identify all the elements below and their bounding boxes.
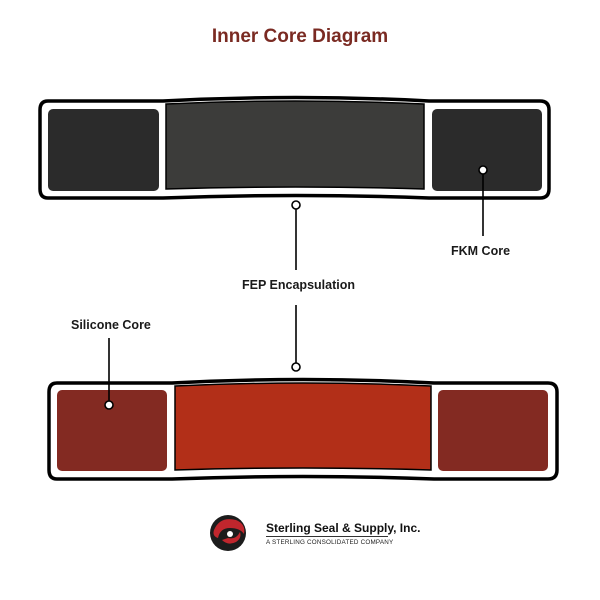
label-silicone-core: Silicone Core bbox=[71, 318, 151, 332]
silicone-callout bbox=[104, 338, 114, 410]
fkm-core-left bbox=[48, 109, 159, 191]
fkm-callout bbox=[478, 165, 488, 236]
company-tagline: A STERLING CONSOLIDATED COMPANY bbox=[266, 539, 394, 546]
fkm-fep-center bbox=[165, 100, 425, 190]
company-divider bbox=[266, 536, 388, 537]
silicone-core-left bbox=[57, 390, 167, 471]
fep-callout bbox=[291, 200, 301, 372]
company-name: Sterling Seal & Supply, Inc. bbox=[266, 521, 421, 535]
fkm-core-right bbox=[432, 109, 542, 191]
fep-callout-dot-bottom bbox=[291, 362, 301, 372]
fkm-seal bbox=[38, 95, 551, 200]
sterling-logo-icon bbox=[210, 515, 246, 551]
silicone-seal bbox=[47, 377, 559, 481]
diagram-title: Inner Core Diagram bbox=[211, 26, 389, 47]
silicone-fep-center bbox=[174, 382, 432, 471]
fkm-callout-dot bbox=[478, 165, 488, 175]
label-fkm-core: FKM Core bbox=[451, 244, 511, 258]
silicone-core-right bbox=[438, 390, 548, 471]
fep-callout-dot-top bbox=[291, 200, 301, 210]
silicone-callout-dot bbox=[104, 400, 114, 410]
label-fep-encapsulation: FEP Encapsulation bbox=[242, 278, 355, 292]
